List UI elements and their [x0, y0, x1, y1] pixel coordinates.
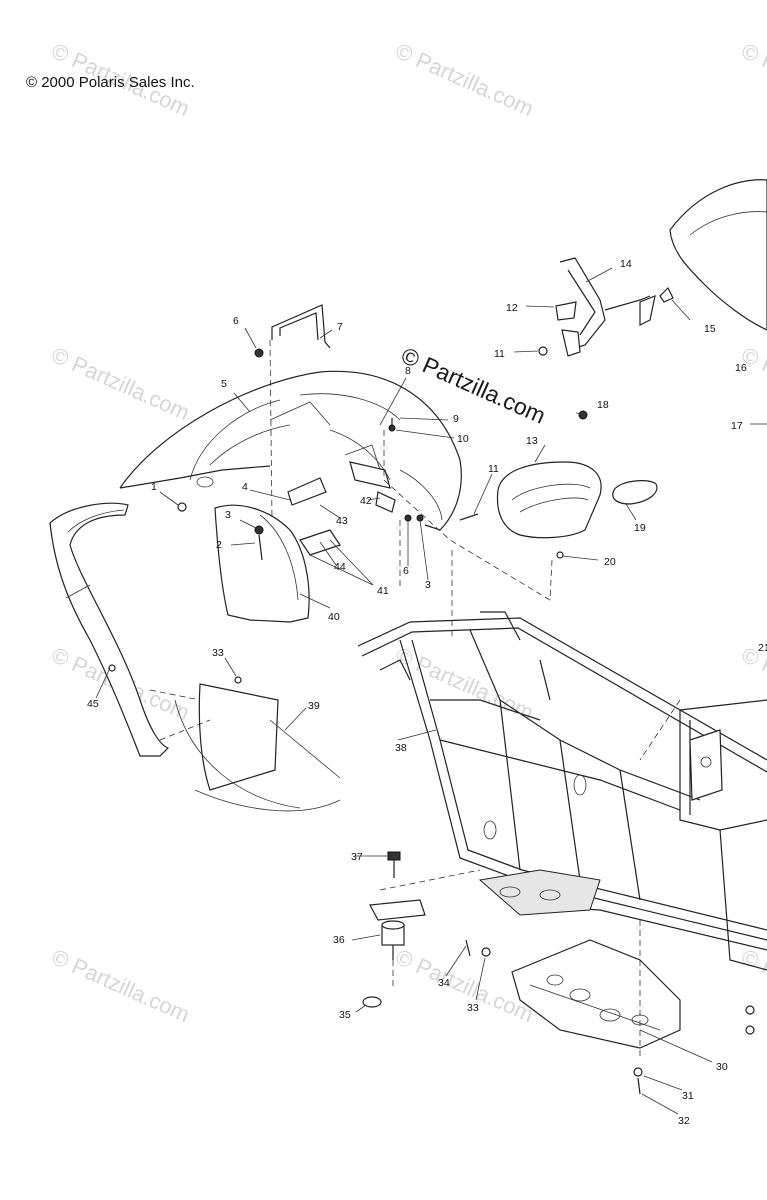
rear-storage-box	[496, 461, 602, 539]
callout-33: 33	[212, 647, 224, 659]
callout-7: 7	[337, 321, 343, 333]
skid-plate	[511, 939, 681, 1049]
leader-lines	[65, 267, 767, 1115]
callout-16: 15	[704, 323, 716, 335]
callout-18: 17	[731, 420, 743, 432]
callout-33b: 34	[438, 977, 450, 989]
callout-44: 45	[87, 698, 99, 710]
callout-32: 33	[467, 1002, 479, 1014]
side-panel	[214, 504, 310, 623]
callout-3b: 3	[425, 579, 431, 591]
callout-34: 35	[339, 1009, 351, 1021]
callout-11: 11	[488, 463, 499, 475]
callout-6: 6	[233, 315, 239, 327]
callout-22: 21	[758, 642, 767, 654]
callout-29: 30	[716, 1061, 728, 1073]
callout-41: 42	[360, 495, 372, 507]
engine-mount	[362, 851, 426, 1008]
callout-9: 9	[453, 413, 459, 425]
callout-40: 41	[377, 585, 389, 597]
callout-15: 14	[620, 258, 632, 270]
callout-13: 11	[494, 348, 505, 360]
callout-12: 13	[526, 435, 538, 447]
callout-1: 1	[151, 481, 157, 493]
callout-4: 4	[242, 481, 248, 493]
tail-light-lens	[612, 480, 658, 505]
callout-21: 20	[604, 556, 616, 568]
main-frame	[357, 611, 767, 971]
callout-37: 38	[395, 742, 407, 754]
callout-numbers: 14 12 11 15 16 17 18 6 7 5 8 9 10 13 11 …	[87, 258, 767, 1127]
callout-5: 5	[221, 378, 227, 390]
callout-14: 12	[506, 302, 518, 314]
callout-39: 40	[328, 611, 340, 623]
callout-30: 31	[682, 1090, 694, 1102]
callout-8: 8	[405, 365, 411, 377]
hardware-fasteners	[108, 348, 755, 1095]
fender-brackets	[287, 461, 396, 556]
assembly-lines	[149, 339, 681, 1060]
callout-6b: 6	[403, 565, 409, 577]
callout-42: 43	[336, 515, 348, 527]
callout-20: 19	[634, 522, 646, 534]
callout-38: 39	[308, 700, 320, 712]
rear-fender	[119, 370, 462, 531]
callout-36: 37	[351, 851, 363, 863]
fender-bracket	[271, 304, 331, 349]
fender-flare	[49, 502, 170, 757]
callout-2: 2	[216, 539, 222, 551]
callout-17: 16	[735, 362, 747, 374]
copyright-notice: © 2000 Polaris Sales Inc.	[26, 74, 195, 91]
callout-10: 10	[457, 433, 469, 445]
callout-43: 44	[334, 561, 346, 573]
callout-3: 3	[225, 509, 231, 521]
seat	[669, 179, 767, 331]
callout-19: 18	[597, 399, 609, 411]
seat-latch	[538, 257, 674, 357]
callout-35: 36	[333, 934, 345, 946]
footwell-panel	[174, 683, 341, 812]
callout-31: 32	[678, 1115, 690, 1127]
